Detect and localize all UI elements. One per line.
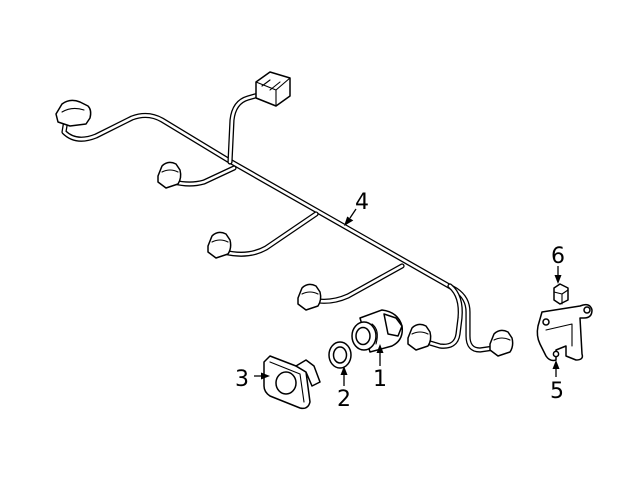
harness-connector-far-left bbox=[55, 99, 92, 127]
harness-connector-d bbox=[407, 323, 432, 351]
harness-branch-top-inner bbox=[228, 92, 264, 164]
leader-lines bbox=[254, 208, 562, 386]
callout-3: 3 bbox=[235, 367, 249, 392]
harness-connector-c bbox=[297, 283, 322, 311]
harness-connector-main bbox=[255, 71, 291, 107]
harness-connector-right bbox=[489, 329, 514, 357]
callout-6: 6 bbox=[551, 244, 565, 269]
sensor-seal-ring bbox=[328, 341, 352, 369]
harness-branch-b-outer bbox=[221, 211, 319, 257]
callout-2: 2 bbox=[337, 387, 351, 412]
harness-connector-a bbox=[157, 161, 182, 189]
harness-connector-b bbox=[207, 231, 232, 259]
wiring-harness bbox=[55, 71, 514, 357]
sensor-mount-bracket bbox=[263, 355, 321, 410]
retainer-bracket bbox=[536, 303, 593, 362]
parking-sensor bbox=[351, 309, 404, 353]
harness-branch-c-outer bbox=[309, 263, 405, 304]
callout-5: 5 bbox=[550, 379, 564, 404]
callout-1: 1 bbox=[373, 367, 387, 392]
harness-branch-left-inner bbox=[62, 114, 230, 162]
harness-trunk-inner bbox=[226, 158, 496, 352]
callout-4: 4 bbox=[355, 190, 369, 215]
harness-branch-top-outer bbox=[227, 91, 265, 165]
retainer-clip bbox=[553, 283, 569, 305]
harness-branch-d-inner bbox=[418, 284, 462, 348]
